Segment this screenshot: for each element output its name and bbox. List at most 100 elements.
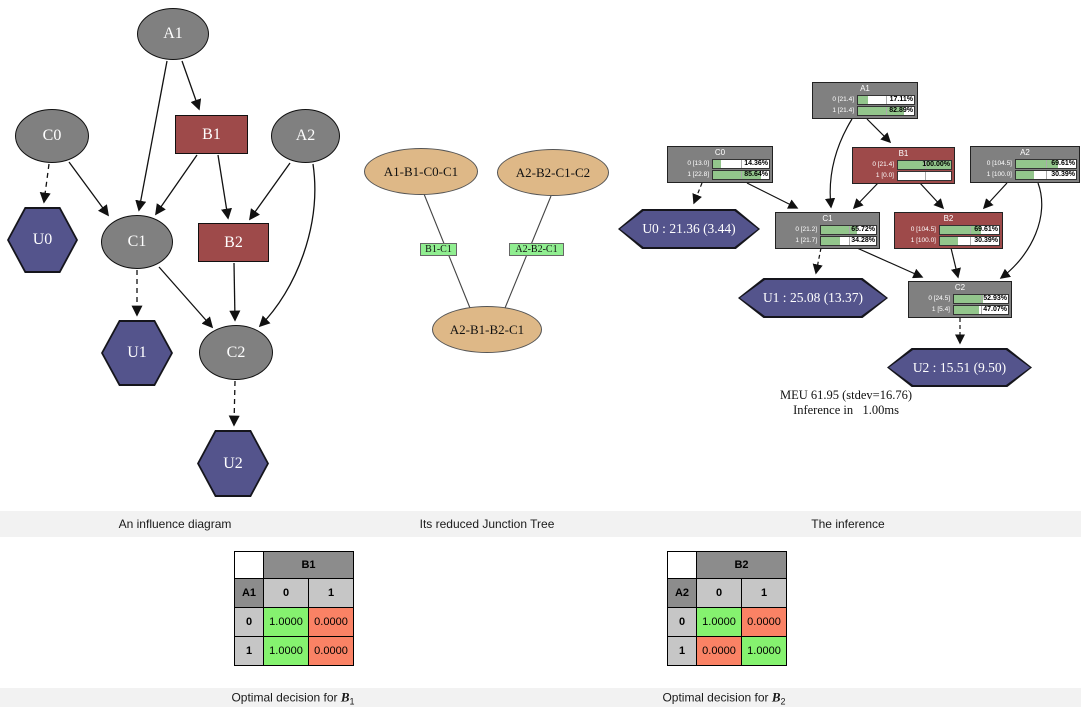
caption-symbol: B: [771, 688, 781, 704]
caption-inference: The inference: [811, 517, 885, 531]
state-label: 0 [13.0]: [687, 160, 709, 167]
state-label: 1 [100.0]: [910, 237, 936, 244]
caption-symbol: B: [340, 688, 350, 704]
separator-node-0: B1-C1: [420, 243, 457, 256]
inference-node-title: B1: [898, 149, 909, 158]
probability-value: 100.00%: [922, 160, 950, 168]
table-corner-cell: [667, 551, 697, 579]
meu-text: MEU 61.95 (stdev=16.76) Inference in 1.0…: [696, 388, 996, 418]
edge-C1-C2: [158, 266, 214, 329]
node-label: C2: [226, 343, 246, 361]
inf-edge-C1-C2: [856, 247, 924, 279]
caption-bar-bottom: Optimal decision for B1 Optimal decision…: [0, 688, 1081, 707]
inf-edge-B1-C1: [852, 181, 880, 210]
table-col-group: B1: [263, 551, 354, 579]
edge-A2-B2: [249, 162, 291, 221]
probability-value: 85.64%: [744, 170, 768, 178]
separator-label: A2-B2-C1: [515, 244, 558, 255]
probability-bar: 30.39%: [939, 235, 1000, 246]
edge-A1-C1: [135, 60, 168, 212]
caption-text: Optimal decision for: [662, 689, 769, 704]
inference-node-C1: C1 0 [21.2]65.72% 1 [21.7]34.28%: [775, 212, 880, 249]
node-label: C0: [42, 127, 62, 144]
caption-subscript: 1: [349, 696, 355, 707]
table-cell: 0.0000: [308, 607, 354, 637]
utility-node-U0: U0: [7, 207, 78, 273]
utility-value: U1 : 25.08 (13.37): [762, 290, 864, 305]
table-cell: 1.0000: [263, 607, 309, 637]
chance-node-C1: C1: [101, 215, 173, 269]
edge-B1-C1: [155, 154, 198, 216]
chance-node-A1: A1: [137, 8, 209, 60]
inf-edge-B1-B2: [918, 181, 945, 210]
probability-value: 17.11%: [889, 95, 913, 103]
inference-node-A1: A1 0 [21.4]17.11% 1 [21.4]82.89%: [812, 82, 918, 119]
inference-node-B2: B2 0 [104.5]69.61% 1 [100.0]30.39%: [894, 212, 1003, 249]
state-label: 0 [21.4]: [832, 96, 854, 103]
probability-value: 34.28%: [851, 236, 875, 244]
table-row-header: 1: [234, 636, 264, 666]
edge-C2-U2: [228, 380, 240, 427]
probability-bar: 69.61%: [1015, 158, 1077, 169]
probability-value: 47.07%: [983, 305, 1007, 313]
table-col-header: 0: [263, 578, 309, 608]
state-label: 1 [22.8]: [687, 171, 709, 178]
chance-node-C2: C2: [199, 325, 273, 380]
probability-bar: 30.39%: [1015, 169, 1077, 180]
probability-value: 30.39%: [974, 236, 998, 244]
edge-C0-U0: [39, 163, 51, 204]
table-col-group: B2: [696, 551, 787, 579]
state-label: 1 [21.7]: [795, 237, 817, 244]
state-label: 0 [21.4]: [872, 161, 894, 168]
inf-edge-C0-C1: [746, 182, 799, 209]
clique-node-2: A2-B1-B2-C1: [432, 306, 542, 353]
probability-bar: 17.11%: [857, 94, 915, 105]
utility-value: U0 : 21.36 (3.44): [642, 221, 736, 236]
decision-table-B2: B2 A2 0 1 0 1.0000 0.0000 1 0.0000 1.000…: [667, 551, 787, 666]
table-cell: 0.0000: [308, 636, 354, 666]
separator-node-1: A2-B2-C1: [509, 243, 564, 256]
inference-node-title: C2: [954, 283, 966, 292]
state-label: 0 [24.5]: [928, 295, 950, 302]
inference-time-line: Inference in 1.00ms: [793, 403, 899, 417]
table-row-var: A2: [667, 578, 697, 608]
state-label: 1 [0.0]: [875, 172, 894, 179]
table-row-header: 0: [234, 607, 264, 637]
chance-node-A2: A2: [271, 109, 340, 163]
probability-bar: 52.93%: [953, 293, 1009, 304]
probability-value: 69.61%: [974, 225, 998, 233]
caption-junction-tree: Its reduced Junction Tree: [419, 517, 555, 531]
table-cell: 1.0000: [741, 636, 787, 666]
inf-edge-A2-B2: [982, 182, 1008, 210]
table-cell: 0.0000: [741, 607, 787, 637]
edge-B2-C2: [229, 262, 241, 322]
inference-node-C0: C0 0 [13.0]14.36% 1 [22.8]85.64%: [667, 146, 773, 183]
probability-bar: 82.89%: [857, 105, 915, 116]
utility-result-U0: U0 : 21.36 (3.44): [618, 209, 760, 249]
utility-value: U2 : 15.51 (9.50): [912, 359, 1007, 375]
utility-node-U1: U1: [101, 320, 173, 386]
probability-bar: 47.07%: [953, 304, 1009, 315]
probability-bar: [897, 170, 952, 181]
decision-table-B1: B1 A1 0 1 0 1.0000 0.0000 1 1.0000 0.000…: [234, 551, 354, 666]
state-label: 0 [104.5]: [986, 160, 1012, 167]
probability-bar: 65.72%: [820, 224, 877, 235]
inference-node-title: A2: [1020, 148, 1030, 157]
clique-node-0: A1-B1-C0-C1: [364, 148, 478, 195]
table-col-header: 0: [696, 578, 742, 608]
inference-node-title: B2: [943, 214, 954, 223]
separator-label: B1-C1: [425, 244, 452, 255]
caption-influence-diagram: An influence diagram: [118, 517, 232, 531]
table-cell: 1.0000: [696, 607, 742, 637]
decision-node-B1: B1: [175, 115, 248, 154]
probability-value: 82.89%: [889, 106, 913, 114]
node-label: A2: [295, 127, 316, 144]
node-label: U2: [223, 454, 243, 472]
inference-node-C2: C2 0 [24.5]52.93% 1 [5.4]47.07%: [908, 281, 1012, 318]
inference-node-A2: A2 0 [104.5]69.61% 1 [100.0]30.39%: [970, 146, 1080, 183]
node-label: U0: [32, 231, 53, 248]
clique-label: A1-B1-C0-C1: [383, 163, 459, 179]
probability-bar: 85.64%: [712, 169, 770, 180]
utility-result-U2: U2 : 15.51 (9.50): [887, 348, 1032, 387]
